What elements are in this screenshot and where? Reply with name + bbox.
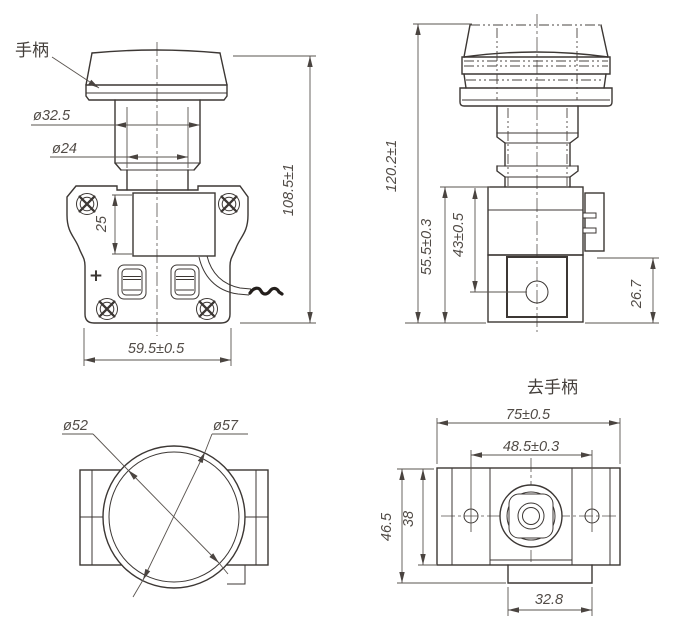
dim-cap-diameter: ø32.5 [33, 108, 71, 124]
terminal [170, 264, 200, 300]
top-dimensions: ø52 ø57 [62, 418, 248, 598]
connector-pin [582, 212, 597, 219]
side-body [487, 186, 605, 323]
dim-lower-height: 26.7 [629, 279, 645, 309]
wire [198, 255, 284, 296]
dim-body-height: 55.5±0.3 [419, 219, 435, 275]
side-view: 120.2±1 55.5±0.3 43±0.5 26.7 [384, 14, 659, 332]
front-cap [85, 49, 228, 101]
center-boss [499, 484, 563, 548]
dim-base-width: 59.5±0.5 [128, 341, 185, 357]
dim-hole-spacing: 48.5±0.3 [503, 439, 559, 455]
dim-body-depth: 38 [401, 511, 417, 527]
polarity-mark: + [89, 266, 103, 286]
dim-hole-center-height: 43±0.5 [451, 212, 467, 257]
dim-total-height: 108.5±1 [281, 164, 297, 216]
dim-outer-diameter: ø57 [213, 418, 239, 434]
handle-removed-label: 去手柄 [527, 378, 578, 398]
screw-head [195, 297, 219, 321]
screw-head [217, 192, 241, 216]
dim-inner-diameter: ø52 [63, 418, 88, 434]
front-stem [114, 99, 201, 191]
side-cap [459, 24, 613, 107]
dim-overall-depth: 46.5 [379, 512, 395, 541]
side-stem [496, 105, 579, 188]
front-body-plate: + [66, 185, 284, 324]
bottom-body [436, 467, 621, 584]
side-dimensions: 120.2±1 55.5±0.3 43±0.5 26.7 [384, 23, 659, 324]
handle-label: 手柄 [15, 41, 49, 61]
top-view: ø52 ø57 [62, 418, 269, 598]
connector-block [584, 192, 605, 252]
wire-end [248, 286, 284, 296]
base-flange [506, 256, 568, 318]
dim-tab-width: 32.8 [535, 592, 563, 608]
dim-overall-width: 75±0.5 [506, 407, 551, 423]
terminal [117, 264, 147, 300]
screw-head [75, 192, 99, 216]
front-view: + 手柄 ø32.5 ø24 25 [15, 41, 316, 366]
screw-head [95, 297, 119, 321]
coil-slot [132, 192, 216, 257]
dim-side-total-height: 120.2±1 [384, 140, 400, 192]
cable-tab [507, 564, 593, 584]
handle-leader [51, 56, 100, 89]
body-step [227, 565, 246, 585]
bottom-dimensions: 75±0.5 48.5±0.3 46.5 38 32.8 [379, 407, 621, 616]
dim-stem-diameter: ø24 [52, 141, 77, 157]
bottom-view: 去手柄 75±0.5 48.5±0.3 [379, 378, 621, 616]
connector-pin [582, 227, 597, 234]
front-dimensions: 手柄 ø32.5 ø24 25 59.5±0.5 108.5±1 [15, 41, 316, 366]
dim-slot-height: 25 [94, 215, 110, 233]
